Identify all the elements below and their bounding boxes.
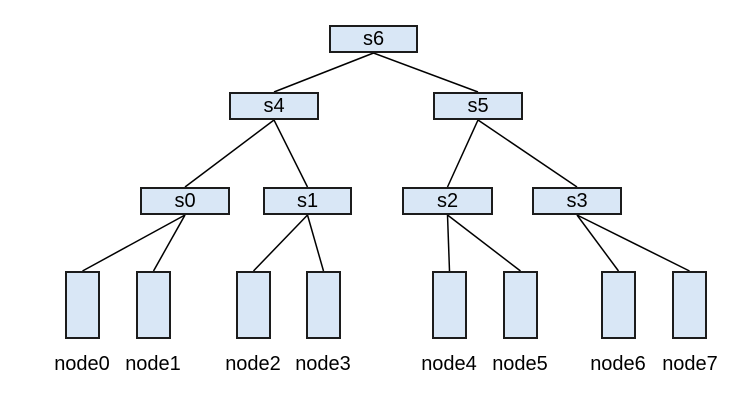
edge-s1-node2: [252, 214, 309, 272]
leaf-label-node7: node7: [662, 353, 718, 375]
edge-s3-node6: [576, 214, 620, 272]
tree-node-s1: s1: [263, 187, 352, 215]
tree-node-s3-label: s3: [566, 190, 588, 212]
leaf-label-node2: node2: [225, 353, 281, 375]
leaf-box-node2: [236, 271, 271, 339]
edge-s4-s0: [184, 119, 275, 188]
tree-node-s0: s0: [140, 187, 230, 215]
leaf-box-node5: [503, 271, 538, 339]
edge-s4-s1: [273, 119, 309, 188]
edge-s2-node5: [447, 214, 521, 272]
tree-node-s2-label: s2: [436, 190, 459, 212]
leaf-box-node0: [65, 271, 100, 339]
leaf-box-node6: [601, 271, 636, 339]
tree-node-s3: s3: [532, 187, 622, 215]
edge-s1-node3: [306, 214, 325, 272]
leaf-label-node3: node3: [295, 353, 351, 375]
leaf-box-node1: [136, 271, 171, 339]
tree-node-s2: s2: [402, 187, 493, 215]
edge-s3-node7: [576, 214, 690, 272]
edge-s6-s4: [273, 52, 374, 93]
leaf-label-node6: node6: [590, 353, 646, 375]
leaf-label-node1: node1: [125, 353, 181, 375]
edge-s0-node0: [82, 214, 186, 272]
leaf-label-node5: node5: [492, 353, 548, 375]
edge-s6-s5: [373, 52, 479, 93]
tree-node-s1-label: s1: [296, 190, 319, 212]
tree-node-s0-label: s0: [174, 190, 196, 212]
leaf-box-node7: [672, 271, 707, 339]
leaf-box-node4: [432, 271, 467, 339]
tree-node-s5: s5: [433, 92, 523, 120]
leaf-label-node0: node0: [54, 353, 110, 375]
edge-s5-s2: [446, 119, 479, 188]
tree-node-s4-label: s4: [263, 95, 285, 117]
leaf-box-node3: [306, 271, 341, 339]
edge-s2-node4: [446, 214, 451, 272]
tree-node-s6: s6: [329, 25, 418, 53]
tree-node-s4: s4: [229, 92, 319, 120]
leaf-label-node4: node4: [421, 353, 477, 375]
tree-node-s6-label: s6: [362, 28, 385, 50]
tree-node-s5-label: s5: [467, 95, 489, 117]
edge-s5-s3: [477, 119, 578, 188]
edge-s0-node1: [152, 214, 186, 272]
